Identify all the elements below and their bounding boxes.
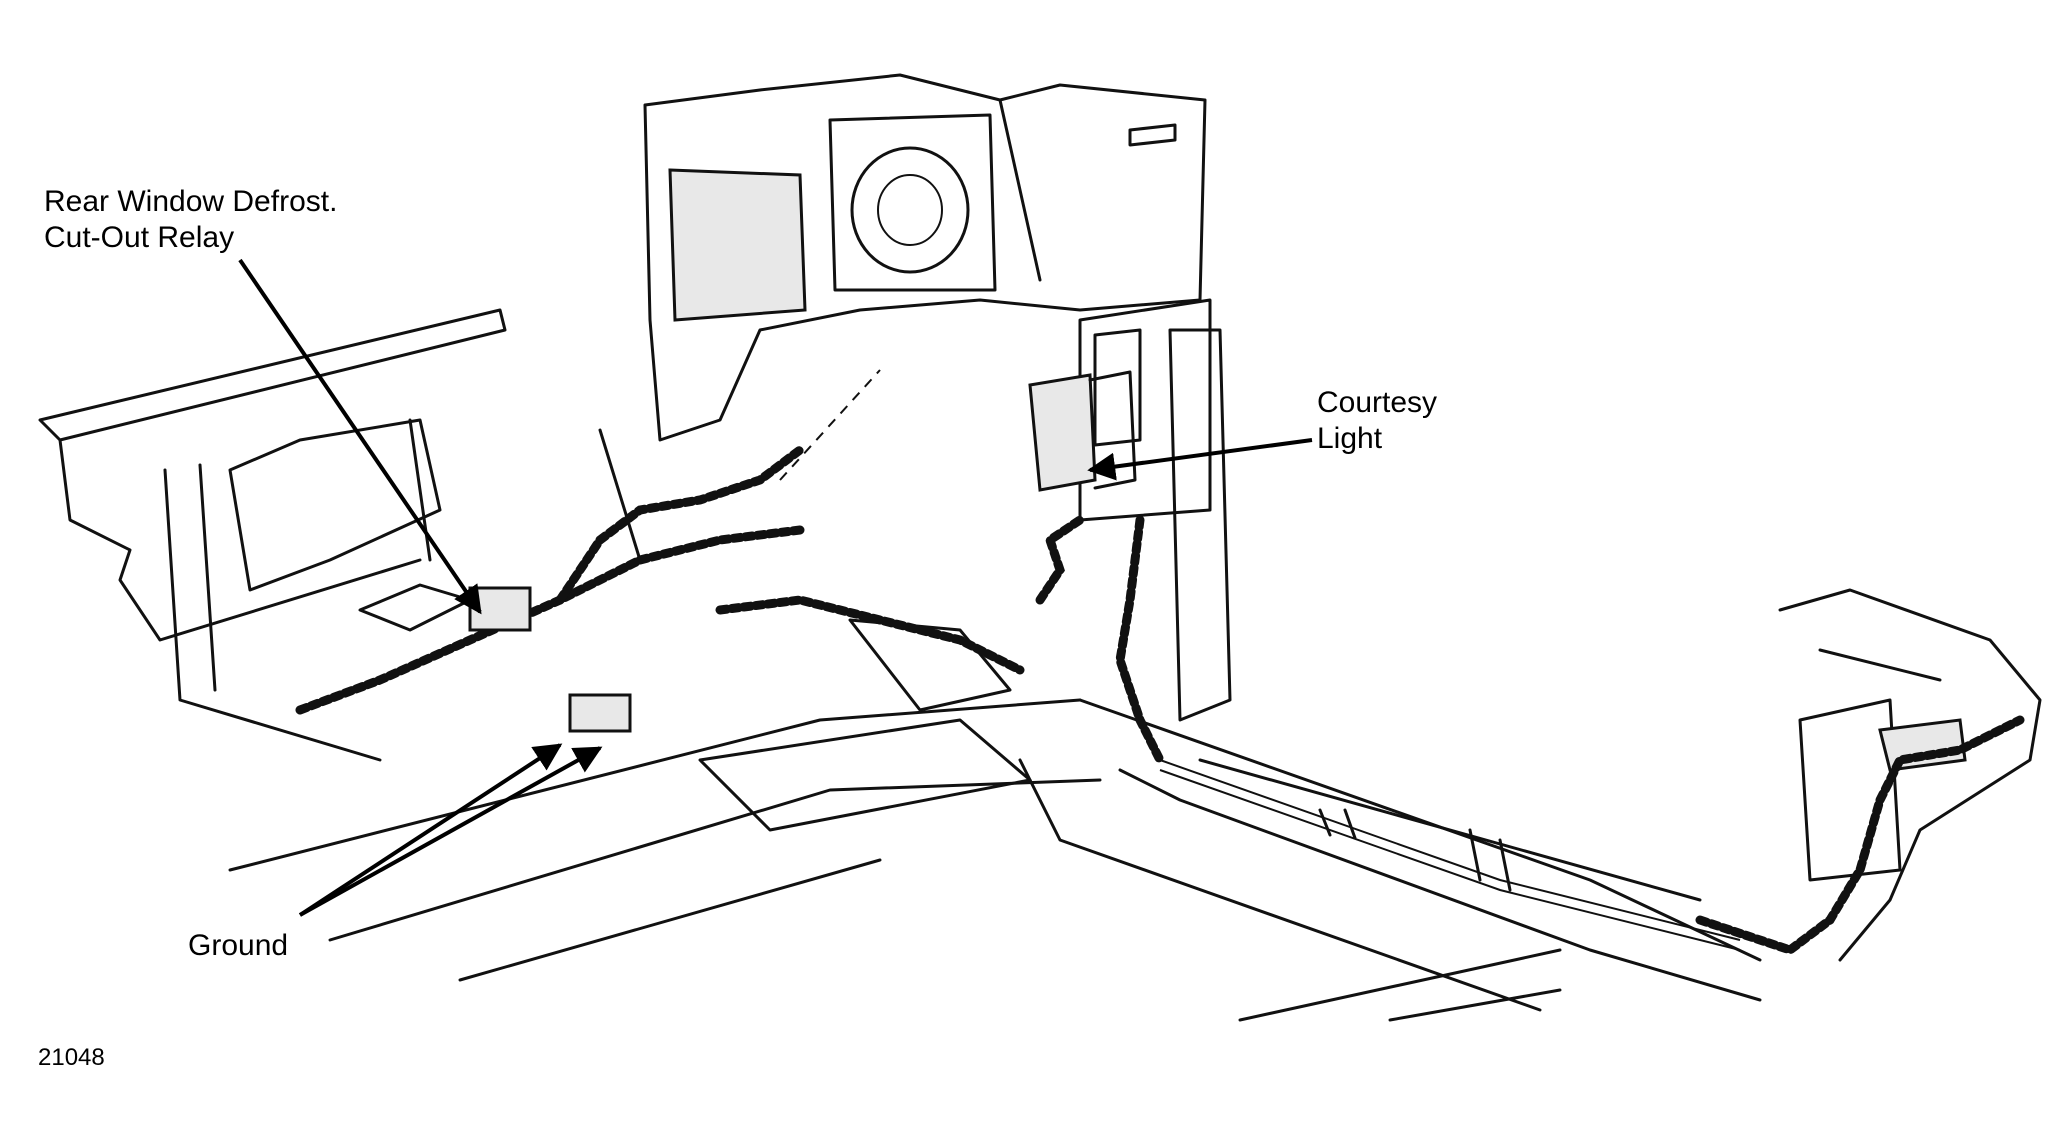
courtesy-light-callout-label: Courtesy Light	[1317, 385, 1437, 457]
quarter-trim-panel	[643, 73, 1207, 481]
relay-leader-line	[238, 258, 482, 615]
relay-label-line2: Cut-Out Relay	[44, 221, 235, 254]
courtesy-leader-line	[1087, 438, 1313, 481]
front-kick-panel	[1778, 588, 2042, 962]
ground-leader-line-a	[298, 743, 563, 917]
rear-seat-frame	[38, 308, 642, 762]
relay-callout-label: Rear Window Defrost. Cut-Out Relay	[44, 184, 337, 256]
wiring-harness	[295, 445, 2025, 956]
courtesy-label-line1: Courtesy	[1317, 386, 1438, 419]
floor-pan	[228, 618, 1762, 1022]
figure-number: 21048	[38, 1044, 105, 1071]
ground-callout-label: Ground	[188, 929, 289, 962]
pillar-and-courtesy-light	[1028, 298, 1232, 722]
relay-label-line1: Rear Window Defrost.	[44, 185, 338, 218]
courtesy-label-line2: Light	[1317, 422, 1383, 455]
ground-leader-line-b	[299, 746, 603, 917]
